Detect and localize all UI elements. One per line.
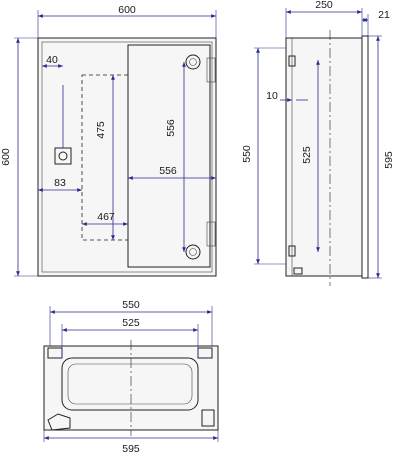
bottom-window-inner bbox=[67, 363, 193, 405]
side-latch-icon bbox=[293, 267, 303, 275]
dim-front-height: 600 bbox=[0, 148, 12, 166]
dim-bottom-width-595: 595 bbox=[122, 443, 140, 455]
bottom-latch-icon bbox=[47, 413, 71, 431]
dim-side-height-595: 595 bbox=[383, 151, 395, 169]
hinge-top-icon bbox=[185, 54, 216, 83]
dim-side-flange: 21 bbox=[378, 9, 390, 21]
dim-lock-from-left: 83 bbox=[54, 177, 66, 189]
front-door-inner-edge bbox=[41, 41, 213, 273]
side-enclosure-outline bbox=[285, 37, 363, 277]
dim-bottom-width-525: 525 bbox=[122, 317, 140, 329]
dim-plate-height: 475 bbox=[95, 121, 107, 139]
bottom-view: 550 525 595 bbox=[43, 299, 219, 455]
bottom-window-outer bbox=[61, 357, 199, 411]
side-hinge-top-icon bbox=[288, 55, 296, 67]
dim-side-door-offset: 10 bbox=[266, 90, 278, 102]
dim-side-height-550: 550 bbox=[241, 145, 253, 163]
dim-front-width: 600 bbox=[118, 4, 136, 16]
lock-icon bbox=[54, 85, 72, 165]
front-enclosure-outline bbox=[37, 37, 217, 277]
hinge-bottom-icon bbox=[185, 221, 216, 260]
dim-hinge-spacing: 556 bbox=[165, 119, 177, 137]
dim-plate-width: 467 bbox=[97, 211, 115, 223]
dim-bottom-width-550: 550 bbox=[122, 299, 140, 311]
dim-lock-offset: 40 bbox=[46, 54, 58, 66]
dim-side-depth: 250 bbox=[315, 0, 333, 11]
dim-side-height-525: 525 bbox=[301, 146, 313, 164]
side-view: 250 21 10 550 525 595 bbox=[241, 0, 395, 286]
dim-door-width: 556 bbox=[159, 165, 177, 177]
front-view: 600 600 40 83 475 467 556 556 bbox=[0, 4, 217, 277]
side-flange bbox=[361, 35, 369, 279]
side-hinge-bottom-icon bbox=[288, 245, 296, 257]
bottom-hinge-block-icon bbox=[201, 409, 215, 427]
